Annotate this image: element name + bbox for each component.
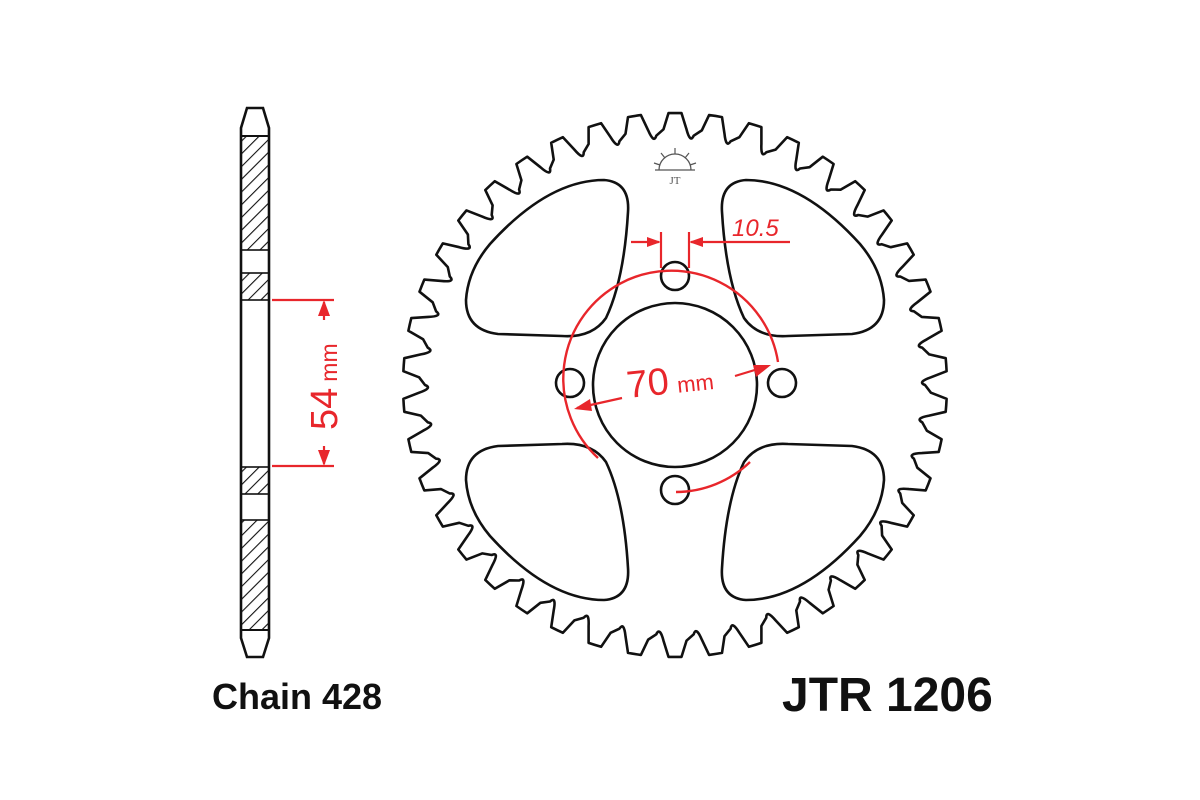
- arrow-head-up: [318, 300, 330, 316]
- lightening-hole-top-right: [720, 178, 886, 338]
- svg-text:JT: JT: [670, 175, 681, 187]
- hub-spacing-dimension: 54mm: [272, 298, 346, 468]
- hatched-section-upper-hub: [240, 272, 270, 301]
- chain-size-label: Chain 428: [212, 676, 383, 717]
- sprocket-side-view: [239, 106, 271, 659]
- hub-spacing-label: 54mm: [304, 343, 346, 430]
- hatched-section-bottom: [240, 519, 270, 631]
- lightening-hole-top-left: [464, 178, 630, 338]
- hatched-section-lower-hub: [240, 466, 270, 495]
- arrow-head-right: [753, 365, 771, 377]
- bolt-hole-label: 10.5: [732, 215, 779, 242]
- center-bore: [591, 301, 759, 469]
- arrow-head-down: [318, 450, 330, 466]
- lightening-hole-bottom-right: [720, 442, 886, 602]
- arrow-head-left: [574, 399, 592, 411]
- arrow-head-bolt-right: [689, 237, 703, 247]
- bolt-hole-top: [659, 260, 691, 292]
- arrow-head-bolt-left: [647, 237, 661, 247]
- bolt-hole-right: [766, 367, 798, 399]
- part-number-label: JTR 1206: [782, 669, 993, 722]
- sprocket-front-view: JT: [402, 111, 948, 659]
- bolt-hole-left: [554, 367, 586, 399]
- hatched-section-top: [240, 135, 270, 251]
- lightening-hole-bottom-left: [464, 442, 630, 602]
- bolt-hole-bottom: [659, 474, 691, 506]
- jt-sprocket-logo-icon: JT: [653, 148, 697, 187]
- pitch-circle-arc-lower: [675, 461, 751, 494]
- bolt-hole-dimension: 10.5: [631, 215, 790, 268]
- pitch-circle-arc: [562, 269, 780, 459]
